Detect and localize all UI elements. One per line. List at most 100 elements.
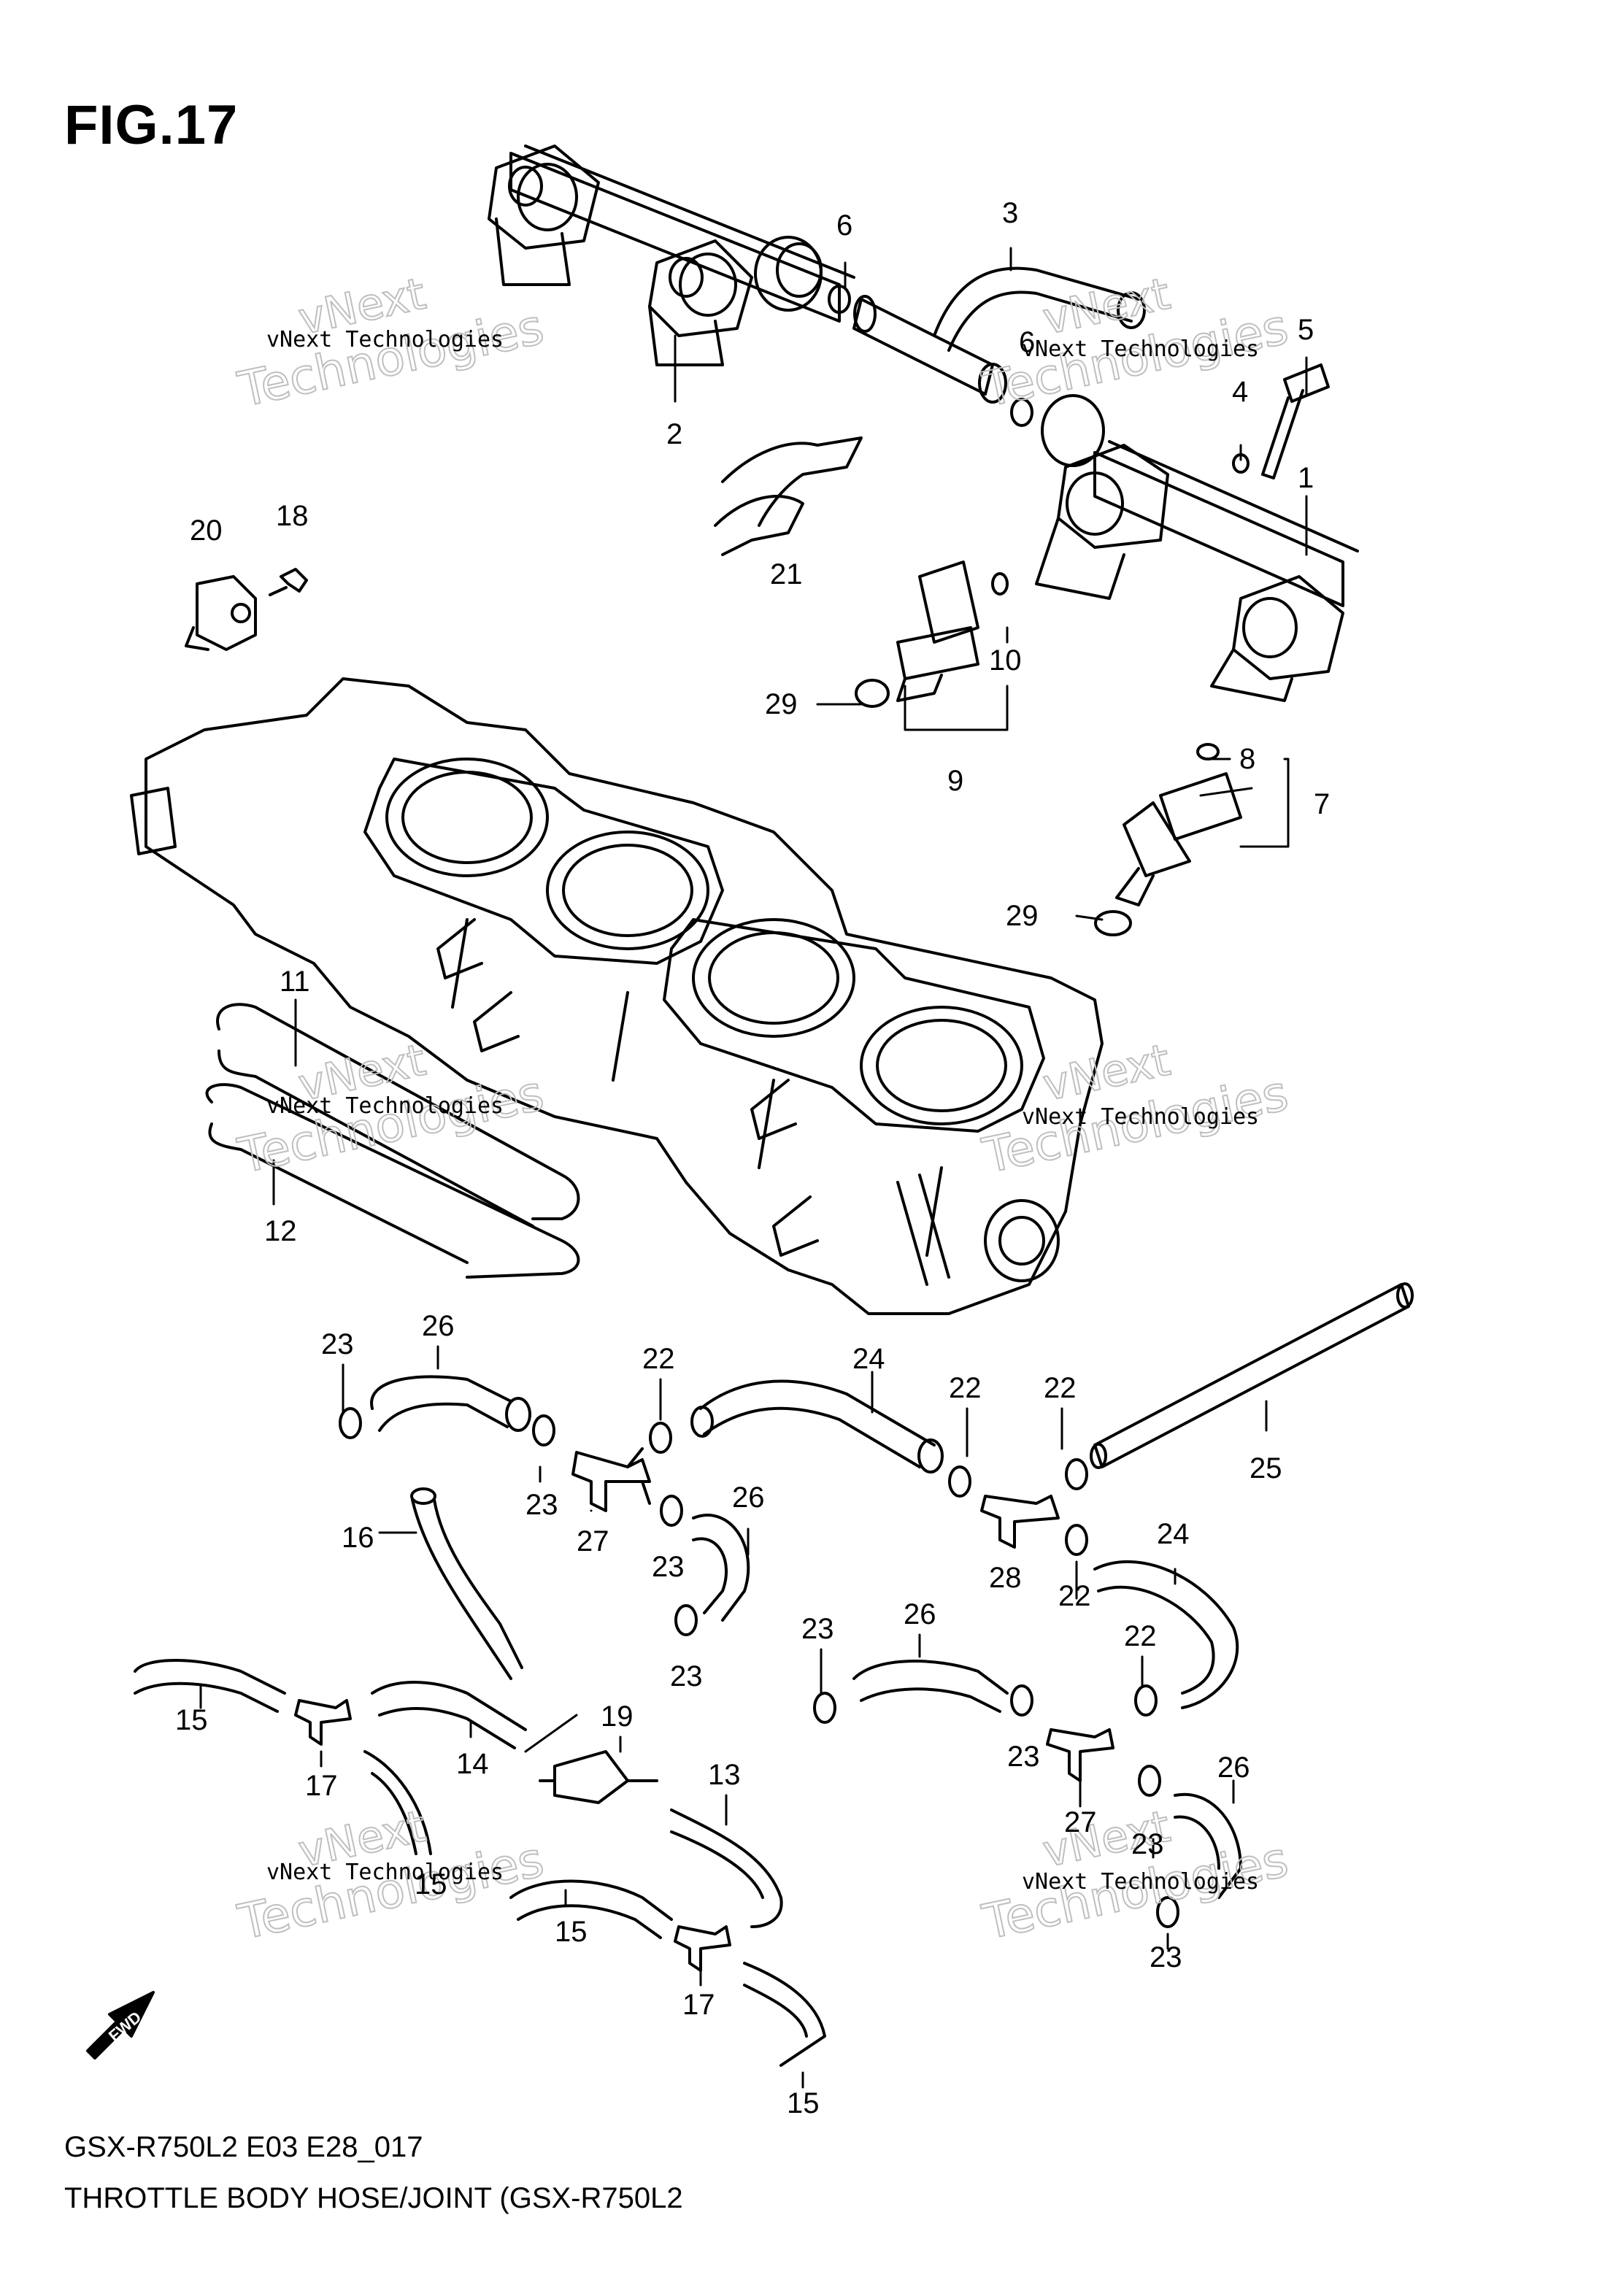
hose-15b bbox=[363, 1750, 432, 1855]
joint-19 bbox=[539, 1750, 658, 1804]
hose-26a bbox=[370, 1375, 531, 1432]
hose-25 bbox=[1090, 1282, 1414, 1469]
hose-24a bbox=[690, 1379, 944, 1473]
hose-26c bbox=[852, 1660, 1009, 1713]
callout: 22 bbox=[1058, 1580, 1091, 1612]
watermarks: vNext Technologies vNext Technologies vN… bbox=[233, 268, 1294, 1952]
hose-12 bbox=[205, 1083, 580, 1279]
callout: 13 bbox=[708, 1759, 741, 1791]
hose-16 bbox=[410, 1487, 523, 1680]
figure-code: GSX-R750L2 E03 E28_017 bbox=[64, 2131, 423, 2163]
callout: 3 bbox=[1002, 197, 1018, 229]
callout: 9 bbox=[947, 765, 963, 797]
hose-11 bbox=[216, 1003, 580, 1228]
callout: 22 bbox=[1124, 1620, 1157, 1652]
callout: 11 bbox=[280, 966, 310, 998]
callout: 15 bbox=[555, 1916, 588, 1948]
figure-caption: THROTTLE BODY HOSE/JOINT (GSX-R750L2 bbox=[64, 2182, 683, 2214]
clip-21 bbox=[714, 436, 863, 556]
callout: 8 bbox=[1239, 743, 1255, 775]
callout: 23 bbox=[321, 1328, 354, 1360]
joint-17a bbox=[294, 1699, 352, 1746]
hose-24b bbox=[1093, 1560, 1239, 1709]
leader-lines bbox=[199, 247, 1308, 2089]
watermark-small-1: vNext Technologies bbox=[266, 327, 504, 353]
callout: 20 bbox=[190, 515, 223, 547]
callout: 22 bbox=[949, 1372, 982, 1404]
callout: 22 bbox=[642, 1343, 675, 1375]
watermark-small-5: vNext Technologies bbox=[266, 1860, 504, 1885]
callout: 26 bbox=[1217, 1752, 1250, 1784]
joint-27b bbox=[1046, 1728, 1114, 1782]
hose-13 bbox=[670, 1808, 783, 1928]
figure-title: FIG.17 bbox=[64, 94, 239, 156]
injector-9 bbox=[855, 560, 1009, 708]
callout: 6 bbox=[836, 209, 852, 242]
callout: 26 bbox=[422, 1310, 455, 1342]
watermark-small-6: vNext Technologies bbox=[1022, 1869, 1259, 1895]
watermark-small-3: vNext Technologies bbox=[266, 1093, 504, 1119]
callout: 23 bbox=[652, 1551, 685, 1583]
callout: 15 bbox=[175, 1704, 208, 1736]
callout: 23 bbox=[670, 1660, 703, 1692]
callout: 24 bbox=[852, 1343, 885, 1375]
fwd-arrow-icon bbox=[86, 1991, 155, 2060]
o-ring-6a bbox=[828, 285, 851, 314]
fuel-delivery-pipe-upper bbox=[488, 145, 855, 366]
hose-14 bbox=[371, 1681, 527, 1749]
callout: 22 bbox=[1044, 1372, 1077, 1404]
clamps bbox=[339, 1407, 1179, 1928]
callout: 24 bbox=[1157, 1518, 1190, 1550]
callout: 23 bbox=[801, 1613, 834, 1645]
callout: 12 bbox=[264, 1215, 297, 1247]
callout: 7 bbox=[1314, 788, 1330, 820]
joint-28 bbox=[980, 1495, 1060, 1549]
callout: 23 bbox=[525, 1489, 558, 1521]
injector-7 bbox=[1094, 743, 1242, 936]
callout: 17 bbox=[682, 1989, 715, 2021]
throttle-body bbox=[130, 677, 1104, 1315]
callout: 27 bbox=[1064, 1806, 1097, 1838]
callout: 17 bbox=[305, 1770, 338, 1802]
callout: 29 bbox=[765, 688, 798, 720]
callout: 25 bbox=[1250, 1452, 1282, 1484]
watermark-small-2: vNext Technologies bbox=[1022, 336, 1259, 362]
callout: 14 bbox=[456, 1748, 489, 1780]
callout: 29 bbox=[1006, 900, 1039, 932]
callout: 5 bbox=[1298, 314, 1314, 346]
joint-17b bbox=[674, 1925, 731, 1972]
callout: 23 bbox=[1150, 1941, 1182, 1973]
callout: 26 bbox=[732, 1482, 765, 1514]
screw-18 bbox=[269, 568, 308, 596]
callout: 15 bbox=[415, 1868, 447, 1900]
o-ring-6b bbox=[1010, 398, 1033, 427]
callout: 19 bbox=[601, 1700, 634, 1733]
callout: 15 bbox=[787, 2087, 820, 2119]
callout: 26 bbox=[904, 1598, 936, 1630]
hose-15d bbox=[743, 1962, 826, 2067]
callout: 6 bbox=[1019, 326, 1035, 358]
callout: 21 bbox=[770, 558, 803, 590]
callout: 27 bbox=[577, 1525, 609, 1557]
fuel-feed-hose bbox=[852, 266, 1146, 404]
callout: 18 bbox=[276, 500, 309, 532]
callout-numbers: 1 2 3 4 5 6 6 7 8 9 10 11 12 13 14 15 15… bbox=[175, 197, 1330, 2119]
callout: 16 bbox=[342, 1522, 374, 1554]
hose-26d bbox=[1174, 1792, 1242, 1899]
bolt-5 bbox=[1261, 363, 1330, 479]
callout: 23 bbox=[1131, 1828, 1164, 1860]
callout: 2 bbox=[666, 418, 682, 450]
hose-26b bbox=[692, 1514, 750, 1622]
hose-15c bbox=[509, 1879, 673, 1939]
sensor-20 bbox=[185, 575, 257, 651]
callout: 4 bbox=[1232, 376, 1248, 408]
callout: 10 bbox=[989, 644, 1022, 677]
callout: 1 bbox=[1298, 462, 1314, 494]
watermark-small-4: vNext Technologies bbox=[1022, 1104, 1259, 1130]
fuel-delivery-pipe-lower bbox=[1035, 394, 1359, 702]
hose-15a bbox=[134, 1659, 286, 1713]
callout: 23 bbox=[1007, 1741, 1040, 1773]
joint-27a bbox=[571, 1447, 651, 1512]
